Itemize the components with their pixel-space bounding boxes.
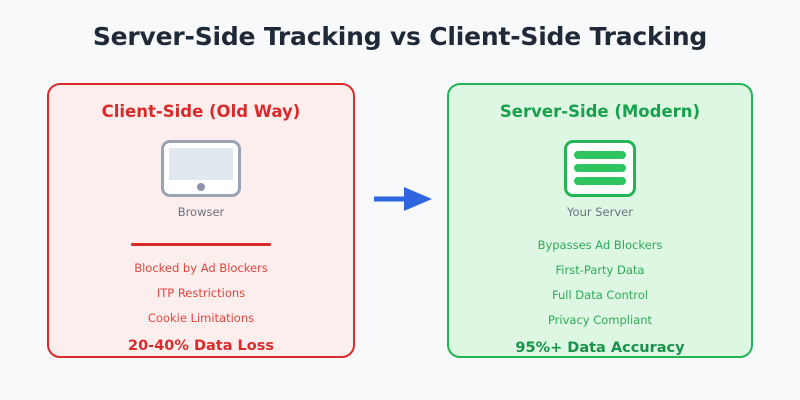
server-caption: Your Server	[567, 205, 633, 219]
browser-home-dot	[197, 182, 205, 191]
browser-icon-wrapper	[161, 139, 241, 197]
browser-screen	[169, 147, 233, 180]
server-bar	[574, 151, 626, 159]
left-divider	[131, 243, 271, 246]
server-icon	[564, 139, 636, 197]
list-item: Full Data Control	[551, 288, 648, 302]
server-side-panel: Server-Side (Modern) Your Server Bypasse…	[447, 83, 753, 358]
page-title: Server-Side Tracking vs Client-Side Trac…	[92, 22, 708, 51]
client-side-heading: Client-Side (Old Way)	[101, 102, 301, 121]
list-item: Privacy Compliant	[547, 313, 653, 327]
list-item: Blocked by Ad Blockers	[134, 261, 268, 275]
server-bar	[574, 164, 626, 172]
client-side-summary: 20-40% Data Loss	[128, 338, 274, 354]
list-item: Bypasses Ad Blockers	[537, 238, 663, 252]
server-icon-wrapper	[564, 139, 636, 197]
server-side-feature-list: Bypasses Ad Blockers First-Party Data Fu…	[449, 233, 751, 333]
list-item: Cookie Limitations	[147, 311, 255, 325]
server-side-heading: Server-Side (Modern)	[499, 102, 701, 121]
client-side-panel: Client-Side (Old Way) Browser Blocked by…	[47, 83, 355, 358]
list-item: First-Party Data	[555, 263, 645, 277]
server-side-summary: 95%+ Data Accuracy	[515, 340, 685, 356]
client-side-feature-list: Blocked by Ad Blockers ITP Restrictions …	[49, 256, 353, 331]
browser-caption: Browser	[177, 205, 225, 219]
list-item: ITP Restrictions	[156, 286, 246, 300]
browser-icon	[161, 139, 241, 197]
arrow-right-icon	[374, 186, 432, 212]
server-bar	[574, 177, 626, 185]
